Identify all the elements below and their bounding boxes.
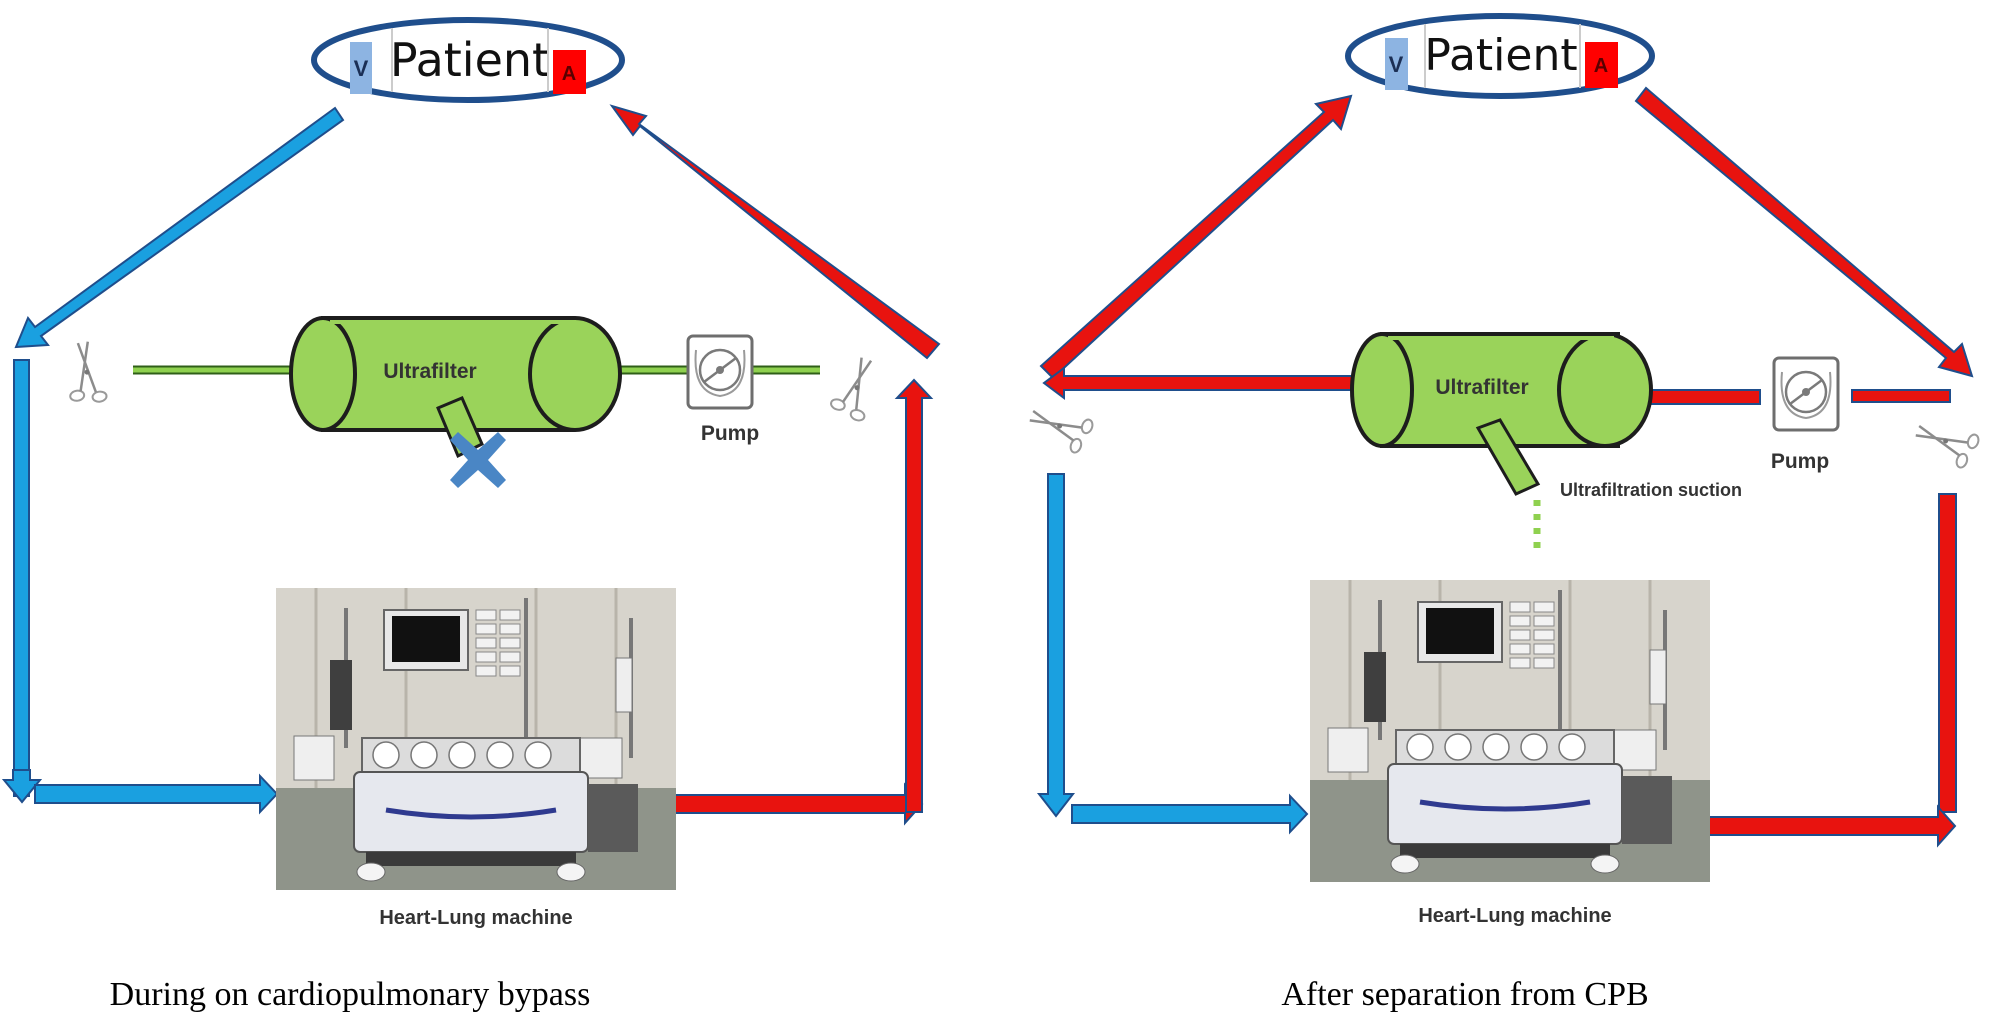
arterial-badge-label: A — [1594, 55, 1608, 77]
venous-arrow-to-machine — [34, 773, 279, 815]
clamp-icon-right — [827, 351, 883, 424]
arterial-badge — [553, 50, 586, 94]
arterial-arrow-from-machine — [1700, 804, 1957, 848]
patient-node: V Patient A — [311, 17, 625, 103]
arterial-arrow-to-patient — [1039, 94, 1353, 380]
ultrafilter-label: Ultrafilter — [383, 360, 476, 383]
blocked-cross-icon — [450, 432, 506, 488]
venous-badge — [350, 42, 372, 94]
heart-lung-machine-photo — [276, 588, 676, 890]
clamp-icon-left — [61, 338, 109, 407]
patient-label: Patient — [1424, 30, 1577, 81]
arterial-line-vertical — [894, 378, 934, 813]
machine-label: Heart-Lung machine — [1418, 905, 1611, 927]
panel-during-bypass: V Patient A Ultrafilter — [1, 17, 941, 1013]
arterial-arrow-from-machine — [671, 782, 924, 826]
patient-node: V Patient A — [1345, 13, 1655, 99]
arterial-badge-label: A — [562, 63, 576, 85]
heart-lung-machine-photo — [1310, 580, 1710, 882]
suction-label: Ultrafiltration suction — [1560, 480, 1742, 500]
venous-arrow-to-machine — [1071, 793, 1309, 835]
arterial-badge — [1585, 42, 1618, 88]
venous-badge-label: V — [354, 56, 369, 81]
patient-label: Patient — [390, 33, 550, 87]
pump-return-line — [1851, 389, 1951, 403]
venous-arrow-down — [1, 769, 43, 804]
pump-icon — [1772, 356, 1840, 432]
caption: After separation from CPB — [1281, 976, 1648, 1013]
venous-badge-label: V — [1389, 52, 1404, 77]
arterial-arrow-diagonal — [609, 104, 941, 360]
venous-arrow-diagonal — [14, 106, 345, 349]
pump-label: Pump — [701, 422, 759, 445]
machine-label: Heart-Lung machine — [379, 907, 572, 929]
venous-line-vertical — [13, 359, 30, 797]
arterial-arrow-from-patient — [1634, 86, 1974, 378]
caption: During on cardiopulmonary bypass — [110, 976, 591, 1013]
venous-line-vertical — [1036, 473, 1076, 818]
panel-after-separation: V Patient A Ultrafilter — [1023, 13, 1982, 1013]
clamp-icon-right — [1909, 414, 1982, 472]
arterial-line-vertical — [1938, 493, 1957, 813]
clamp-icon-left — [1023, 399, 1096, 457]
venous-badge — [1385, 38, 1408, 90]
ultrafilter: Ultrafilter — [289, 316, 622, 459]
filtered-blood-arrow-to-circuit — [1042, 366, 1376, 400]
ultrafilter: Ultrafilter — [1350, 332, 1653, 496]
pump-label: Pump — [1771, 450, 1829, 473]
pump-icon — [686, 334, 754, 410]
ultrafilter-label: Ultrafilter — [1435, 376, 1528, 399]
